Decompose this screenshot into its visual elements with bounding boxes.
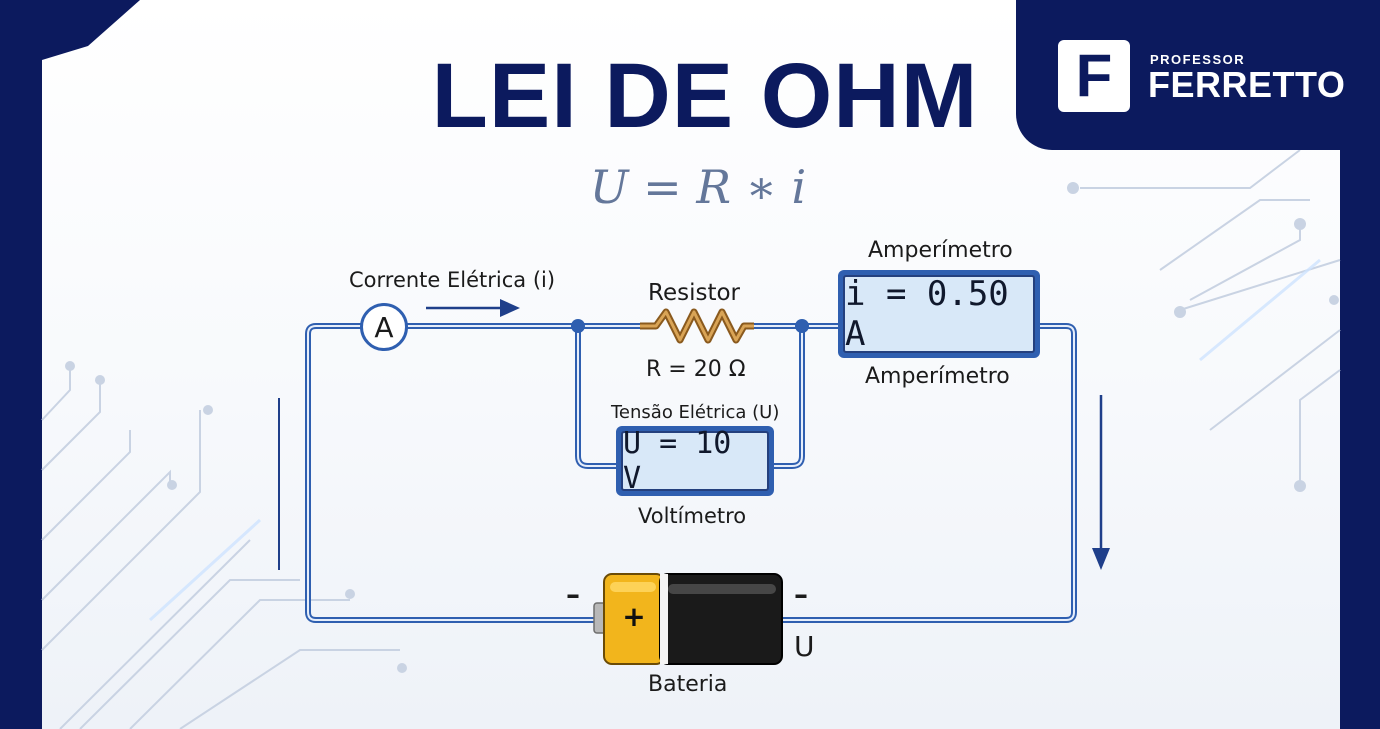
page-title: LEI DE OHM [431,45,979,147]
ammeter-top-label: Amperímetro [868,238,1013,263]
ohm-formula: U = R ∗ i [589,160,807,214]
brand-logo-icon: F [1058,40,1130,112]
battery-minus-right: – [794,578,808,611]
battery-icon [593,573,783,665]
ammeter-display: i = 0.50 A [838,270,1040,358]
battery-voltage-symbol: U [794,630,815,663]
voltmeter-display: U = 10 V [616,426,774,496]
ammeter-symbol-icon: A [360,303,408,351]
battery-plus-sign: + [622,600,646,633]
ammeter-bottom-label: Amperímetro [865,364,1010,389]
circuit-wire-main [305,323,643,623]
brand-subtitle: PROFESSOR [1150,52,1246,67]
resistor-value: R = 20 Ω [646,357,746,382]
voltmeter-branch-left [575,323,623,469]
brand-panel: F PROFESSOR FERRETTO [1016,0,1380,150]
voltmeter-label: Voltímetro [638,504,747,528]
junction-right [795,319,809,333]
voltmeter-branch-right [767,323,805,469]
corner-accent [0,0,140,60]
voltage-label: Tensão Elétrica (U) [611,402,780,423]
resistor-label: Resistor [648,280,740,306]
voltmeter-reading: U = 10 V [621,426,769,496]
battery-label: Bateria [648,672,728,697]
battery-minus-left: – [566,578,580,611]
current-label: Corrente Elétrica (i) [349,268,556,292]
brand-name: FERRETTO [1148,64,1346,105]
junction-left [571,319,585,333]
ammeter-reading: i = 0.50 A [843,274,1035,354]
